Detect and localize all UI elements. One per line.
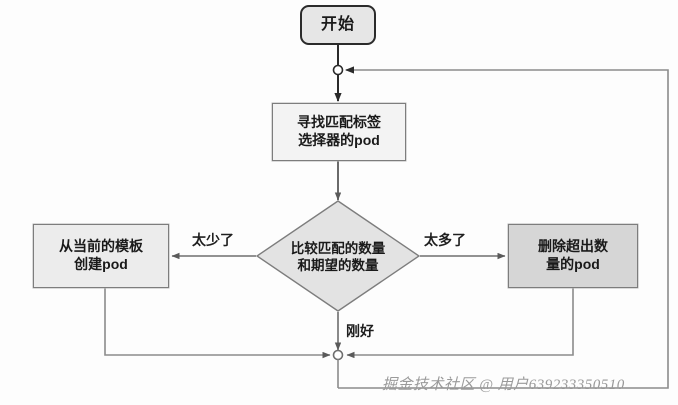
node-delete-pod[interactable]: 删除超出数 量的pod [508,224,638,288]
node-compare-counts[interactable]: 比较匹配的数量 和期望的数量 [256,200,420,312]
edge-label-just-right: 刚好 [346,323,374,339]
edge-label-too-many: 太多了 [424,232,466,248]
node-compare-counts-label: 比较匹配的数量 和期望的数量 [290,240,386,273]
junction-bottom [332,349,344,361]
node-start[interactable]: 开始 [300,5,376,45]
node-create-pod[interactable]: 从当前的模板 创建pod [33,224,169,288]
watermark-text: 掘金技术社区 @ 用户639233350510 [382,377,625,393]
edge-label-too-few: 太少了 [192,232,234,248]
node-find-pods-label: 寻找匹配标签 选择器的pod [297,114,381,148]
node-start-label: 开始 [320,15,355,33]
node-find-pods[interactable]: 寻找匹配标签 选择器的pod [272,103,406,161]
junction-top [332,64,344,76]
edge-delete-to-junction-bottom [346,288,574,359]
edge-feedback-loop [338,66,669,389]
node-create-pod-label: 从当前的模板 创建pod [59,238,143,272]
edge-create-to-junction-bottom [104,288,331,359]
diamond-shape [256,200,420,312]
node-delete-pod-label: 删除超出数 量的pod [538,238,608,272]
